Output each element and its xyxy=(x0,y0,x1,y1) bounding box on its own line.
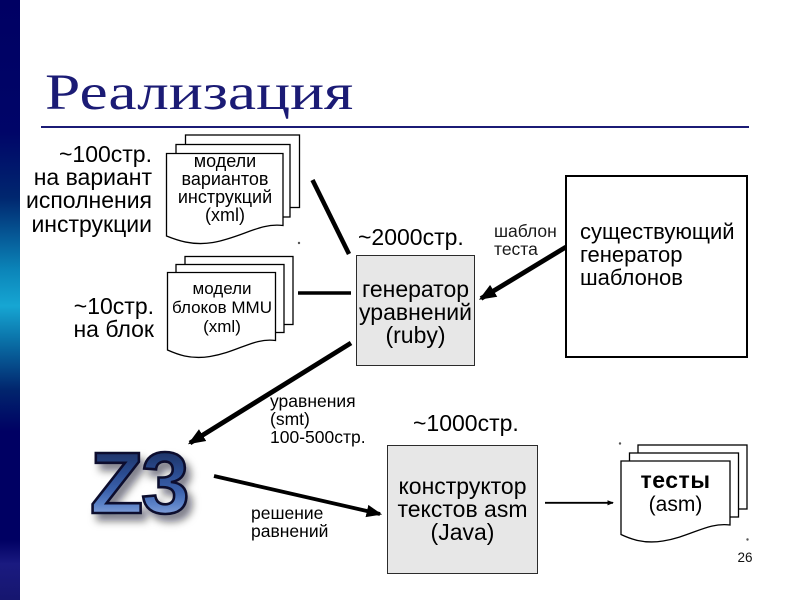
svg-text:Z3: Z3 xyxy=(90,435,188,532)
